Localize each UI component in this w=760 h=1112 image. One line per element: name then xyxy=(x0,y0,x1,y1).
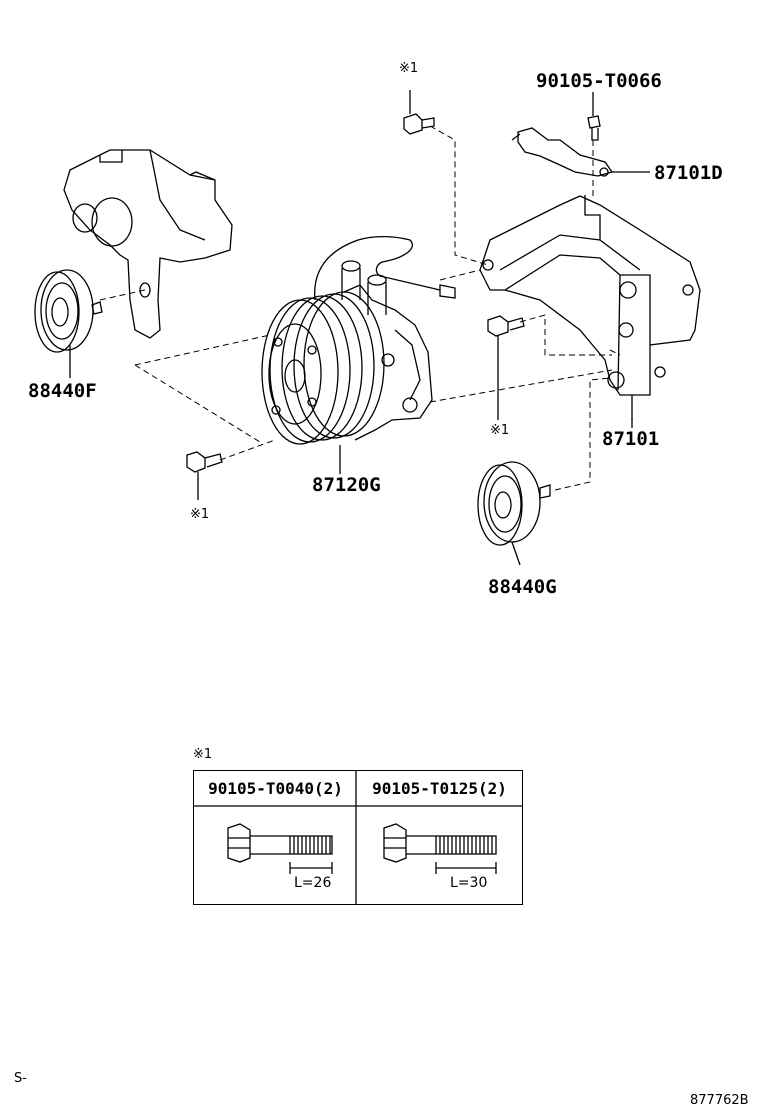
bolt-mid-right xyxy=(487,315,525,420)
callout-pulley-88440f: 88440F xyxy=(28,380,97,402)
callout-compressor-87120g: 87120G xyxy=(312,474,381,496)
table-length-col-2: L=30 xyxy=(450,875,488,891)
note-marker-low-left: ※1 xyxy=(190,507,210,522)
note-marker-table: ※1 xyxy=(193,747,213,762)
bolt-lower-left xyxy=(186,451,223,500)
bolt-spec-table: 90105-T0040(2) 90105-T0125(2) L=26 L=30 xyxy=(193,770,523,905)
idler-pulley-right xyxy=(477,461,551,566)
bolt-top xyxy=(403,90,435,135)
note-marker-mid-right: ※1 xyxy=(490,423,510,438)
table-header-col-2: 90105-T0125(2) xyxy=(372,779,507,798)
callout-bracket-87101: 87101 xyxy=(602,428,660,450)
note-marker-top: ※1 xyxy=(399,61,419,76)
bolt-t0040-drawing xyxy=(227,823,333,874)
callout-bracket-87101d: 87101D xyxy=(654,162,723,184)
callout-pulley-88440g: 88440G xyxy=(488,576,557,598)
bracket-87101d xyxy=(511,127,650,177)
compressor-body xyxy=(261,235,456,445)
bolt-t0066 xyxy=(587,92,601,141)
footer-left-code: S- xyxy=(14,1071,27,1086)
footer-diagram-number: 877762B xyxy=(690,1093,749,1108)
engine-mount-bracket xyxy=(63,149,233,339)
callout-bolt-t0066: 90105-T0066 xyxy=(536,70,662,92)
bracket-87101 xyxy=(479,195,701,420)
bolt-t0125-drawing xyxy=(383,823,497,874)
table-length-col-1: L=26 xyxy=(294,875,332,891)
idler-pulley-left xyxy=(34,269,103,353)
table-header-col-1: 90105-T0040(2) xyxy=(208,779,343,798)
